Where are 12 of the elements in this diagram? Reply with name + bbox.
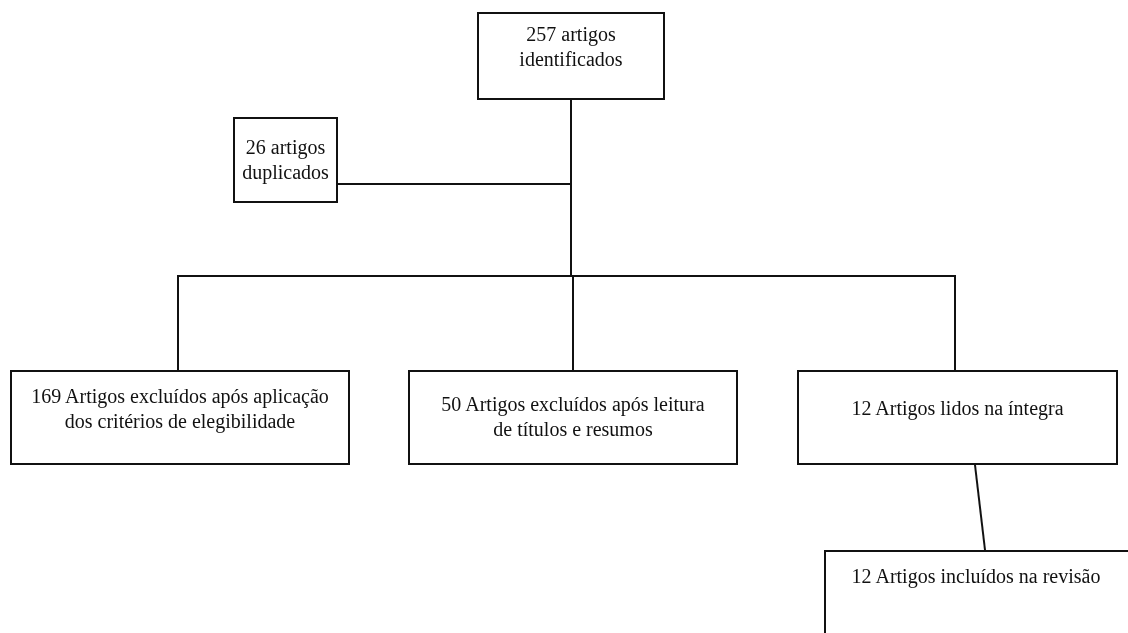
box-text: 257 artigos identificados — [518, 22, 624, 72]
box-text: 169 Artigos excluídos após aplicação dos critérios de elegibilidade — [30, 384, 330, 434]
box-text: 12 Artigos incluídos na revisão — [851, 564, 1101, 589]
process-box — [477, 12, 665, 100]
connector-line — [974, 464, 986, 551]
process-box — [797, 370, 1118, 465]
box-text: 26 artigos duplicados — [241, 135, 330, 185]
process-box — [233, 117, 338, 203]
box-text: 50 Artigos excluídos após leitura de títulos e resumos — [440, 392, 706, 442]
process-box — [408, 370, 738, 465]
box-text: 12 Artigos lidos na íntegra — [851, 396, 1064, 421]
process-box — [10, 370, 350, 465]
